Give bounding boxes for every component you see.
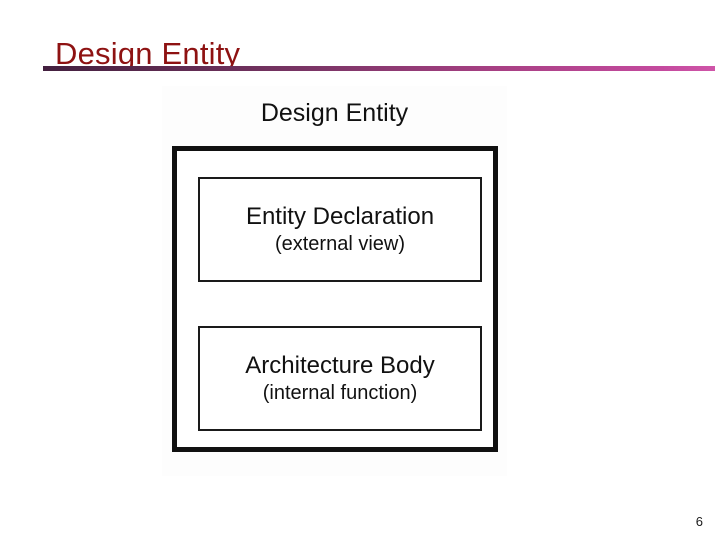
entity-declaration-box: Entity Declaration (external view)	[198, 177, 482, 282]
page-number: 6	[695, 514, 703, 529]
architecture-body-box: Architecture Body (internal function)	[198, 326, 482, 431]
architecture-body-subtitle: (internal function)	[262, 382, 418, 404]
entity-declaration-title: Entity Declaration	[245, 203, 435, 230]
design-entity-outer-box: Entity Declaration (external view) Archi…	[172, 146, 498, 452]
entity-declaration-subtitle: (external view)	[274, 233, 406, 255]
architecture-body-title: Architecture Body	[245, 352, 435, 379]
diagram-caption: Design Entity	[260, 99, 409, 127]
title-divider-rule	[43, 66, 715, 71]
page-title: Design Entity	[55, 35, 241, 71]
design-entity-diagram: Design Entity Entity Declaration (extern…	[162, 86, 507, 476]
